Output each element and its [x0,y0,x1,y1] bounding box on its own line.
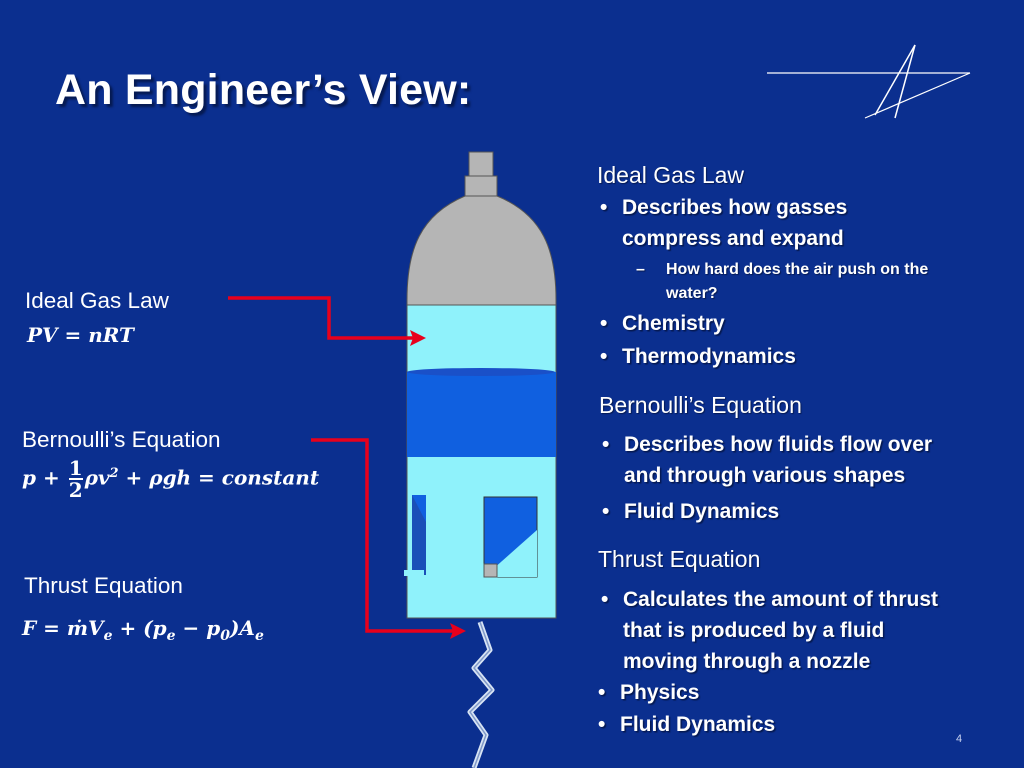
bullet-chemistry: • Chemistry [600,312,725,335]
bullet-thermodynamics: • Thermodynamics [600,345,796,368]
company-logo-icon [767,44,971,119]
bullet-calculates-thrust: • Calculates the amount of thrust that i… [601,588,939,673]
label-thrust: Thrust Equation [24,573,183,598]
heading-bernoulli: Bernoulli’s Equation [599,392,802,418]
bottle-cap [468,151,494,177]
bullet-fluids-flow: • Describes how fluids flow over and thr… [602,433,933,487]
bullet-fluid-dynamics-1: • Fluid Dynamics [602,500,780,523]
equation-thrust: F = ṁVe + (pe − p0)Ae [22,616,264,644]
heading-ideal-gas-law: Ideal Gas Law [597,162,745,188]
bullet-physics: • Physics [598,681,700,704]
slide-title: An Engineer’s View: [55,66,472,114]
bottle-band [407,372,556,457]
label-bernoulli: Bernoulli’s Equation [22,427,221,452]
label-ideal-gas-law: Ideal Gas Law [25,288,169,313]
bottle-neck [464,175,498,197]
bottle-air [406,195,557,306]
bullet-describes-gasses: • Describes how gasses compress and expa… [600,196,848,250]
arrows [228,296,455,633]
slide-number: 4 [956,733,963,745]
exhaust-plume [467,621,495,768]
arrow-ideal-gas [228,296,417,340]
subbullet-air-push: – How hard does the air push on the wate… [636,261,929,302]
equation-ideal-gas-law: PV = nRT [27,323,134,347]
bullet-fluid-dynamics-2: • Fluid Dynamics [598,713,776,736]
heading-thrust: Thrust Equation [598,546,761,572]
arrow-bernoulli [311,438,455,633]
